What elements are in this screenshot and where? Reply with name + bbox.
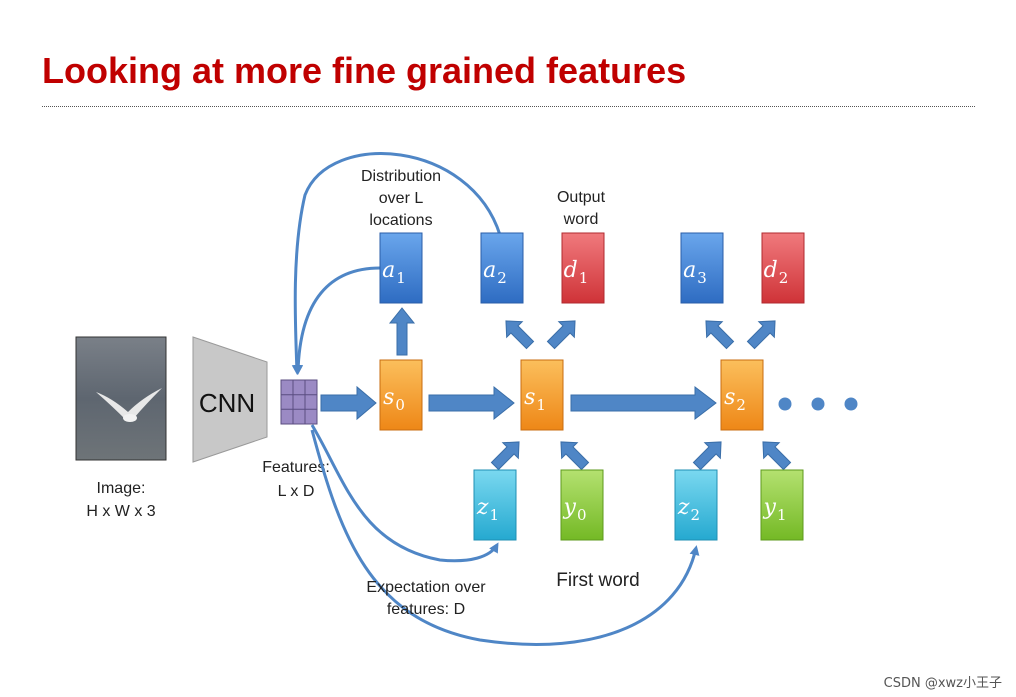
box-a1: a1 bbox=[379, 232, 423, 304]
box-s1: s1 bbox=[520, 359, 564, 431]
attention-flow-curves bbox=[291, 152, 700, 646]
svg-text:y0: y0 bbox=[563, 495, 587, 524]
box-a3: a3 bbox=[680, 232, 724, 304]
box-d2: d2 bbox=[761, 232, 805, 304]
box-z2: z2 bbox=[674, 469, 718, 541]
box-z1: z1 bbox=[473, 469, 517, 541]
distribution-label-line1: Distribution bbox=[361, 168, 441, 185]
box-d1: d1 bbox=[561, 232, 605, 304]
cnn-label: CNN bbox=[199, 388, 255, 418]
svg-text:a2: a2 bbox=[483, 258, 507, 287]
s0-to-a1-arrow bbox=[388, 307, 416, 356]
image-size-label: H x W x 3 bbox=[86, 503, 155, 520]
svg-text:d2: d2 bbox=[764, 258, 789, 287]
box-a2: a2 bbox=[480, 232, 524, 304]
feature-grid bbox=[280, 379, 318, 425]
title-divider bbox=[42, 106, 975, 107]
svg-text:a1: a1 bbox=[382, 258, 406, 287]
svg-text:z2: z2 bbox=[677, 495, 700, 524]
distribution-label-line3: locations bbox=[369, 212, 432, 229]
features-to-s0-arrow bbox=[320, 385, 377, 421]
box-y0: y0 bbox=[560, 469, 604, 541]
output-word-label-line1: Output bbox=[557, 189, 606, 206]
slide-title: Looking at more fine grained features bbox=[42, 50, 687, 91]
a2-to-features-curve bbox=[291, 152, 502, 375]
block-arrows bbox=[320, 307, 792, 471]
svg-text:s2: s2 bbox=[724, 385, 746, 414]
expectation-label-line1: Expectation over bbox=[366, 579, 486, 596]
features-to-z1-curve bbox=[310, 424, 499, 563]
box-s2: s2 bbox=[720, 359, 764, 431]
svg-text:s0: s0 bbox=[383, 385, 405, 414]
expectation-label-line2: features: D bbox=[387, 601, 465, 618]
s1-to-s2-arrow bbox=[570, 385, 717, 421]
box-s0: s0 bbox=[379, 359, 423, 431]
first-word-label: First word bbox=[556, 570, 639, 591]
svg-text:z1: z1 bbox=[476, 495, 499, 524]
continuation-dots bbox=[778, 397, 858, 411]
svg-text:d1: d1 bbox=[564, 258, 589, 287]
input-image bbox=[75, 336, 167, 461]
svg-text:a3: a3 bbox=[683, 258, 707, 287]
features-label: Features: bbox=[262, 459, 330, 476]
features-to-z2-curve bbox=[310, 429, 700, 646]
a1-to-features-curve bbox=[293, 266, 381, 375]
s0-to-s1-arrow bbox=[428, 385, 515, 421]
output-word-label-line2: word bbox=[563, 211, 599, 228]
watermark: CSDN @xwz小王子 bbox=[883, 676, 1002, 691]
svg-text:s1: s1 bbox=[524, 385, 546, 414]
svg-text:y1: y1 bbox=[763, 495, 787, 524]
distribution-label-line2: over L bbox=[379, 190, 424, 207]
features-size-label: L x D bbox=[278, 483, 315, 500]
cnn-block bbox=[192, 336, 268, 463]
box-y1: y1 bbox=[760, 469, 804, 541]
image-label: Image: bbox=[97, 480, 146, 497]
